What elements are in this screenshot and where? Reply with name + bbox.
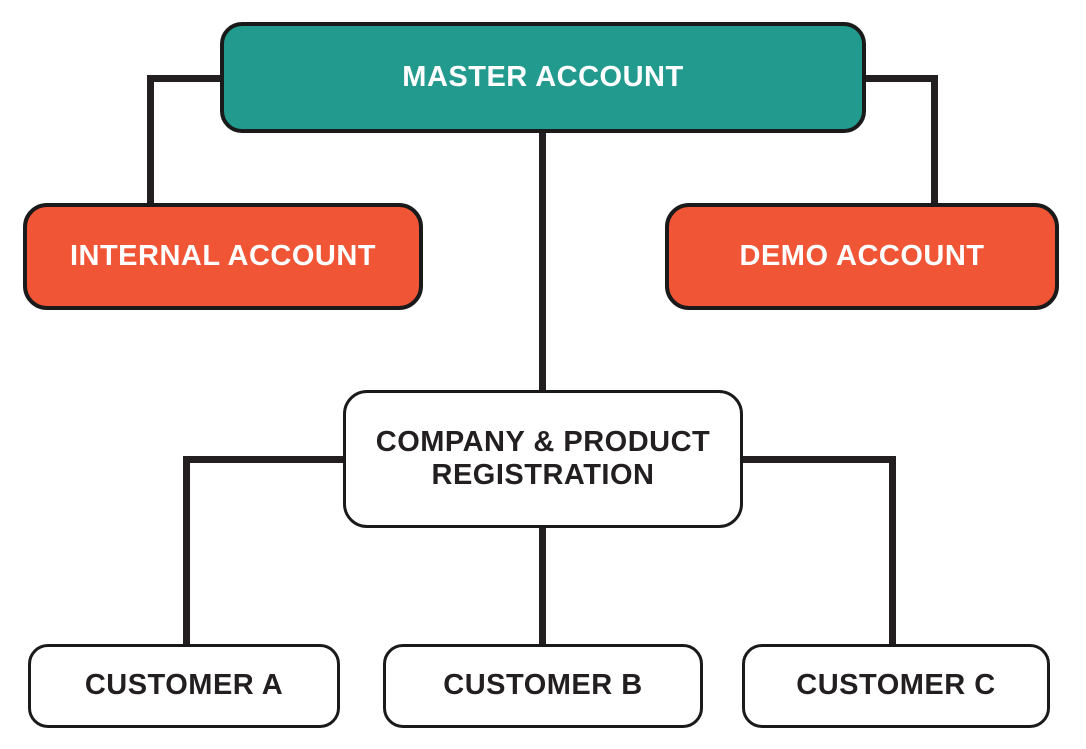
node-internal-account: INTERNAL ACCOUNT: [23, 203, 423, 310]
node-master-account-label: MASTER ACCOUNT: [402, 60, 684, 93]
edge-master-internal-horizontal: [147, 75, 223, 82]
node-internal-account-label: INTERNAL ACCOUNT: [69, 239, 377, 272]
edge-registration-customer-c-vertical: [889, 456, 896, 646]
node-customer-a: CUSTOMER A: [28, 644, 340, 728]
node-customer-b-label: CUSTOMER B: [443, 669, 643, 702]
edge-master-demo-horizontal: [863, 75, 938, 82]
edge-registration-customer-a-vertical: [183, 456, 190, 646]
edge-master-demo-vertical: [931, 75, 938, 205]
edge-registration-customer-a-horizontal: [183, 456, 348, 463]
node-master-account: MASTER ACCOUNT: [220, 22, 866, 133]
edge-registration-customer-b: [539, 524, 546, 646]
node-company-product-registration-label: COMPANY & PRODUCT REGISTRATION: [375, 425, 711, 491]
node-demo-account: DEMO ACCOUNT: [665, 203, 1059, 310]
edge-registration-customer-c-horizontal: [740, 456, 896, 463]
node-customer-a-label: CUSTOMER A: [84, 669, 284, 702]
node-company-product-registration: COMPANY & PRODUCT REGISTRATION: [343, 390, 743, 528]
edge-master-registration: [539, 128, 546, 392]
node-customer-c-label: CUSTOMER C: [796, 669, 996, 702]
node-demo-account-label: DEMO ACCOUNT: [739, 239, 985, 272]
node-customer-c: CUSTOMER C: [742, 644, 1050, 728]
edge-master-internal-vertical: [147, 75, 154, 205]
node-customer-b: CUSTOMER B: [383, 644, 703, 728]
